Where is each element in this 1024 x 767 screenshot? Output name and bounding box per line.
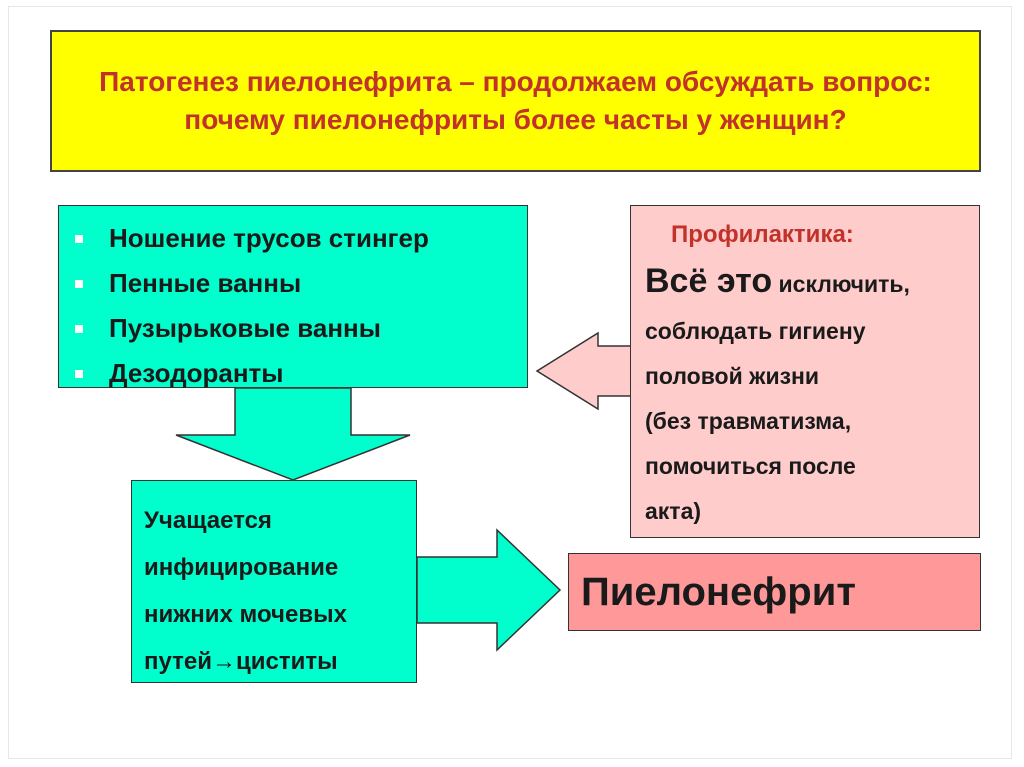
prevention-title: Профилактика: — [671, 221, 854, 248]
list-item: Дезодоранты — [75, 351, 517, 396]
infection-line: Учащается — [144, 507, 272, 534]
prevention-lead: Всё это исключить, — [645, 262, 910, 300]
result-box: Пиелонефрит — [568, 553, 981, 631]
prevention-box: Профилактика: Всё это исключить, соблюда… — [630, 205, 980, 538]
list-item: Пузырьковые ванны — [75, 306, 517, 351]
infection-line: путей→циститы — [144, 648, 338, 675]
slide-frame — [8, 6, 1012, 759]
right-arrow — [416, 528, 562, 652]
result-label: Пиелонефрит — [581, 569, 856, 614]
causes-box: Ношение трусов стингер Пенные ванны Пузы… — [58, 205, 528, 388]
bullet-icon — [75, 369, 83, 378]
infection-line: нижних мочевых — [144, 601, 347, 628]
title-box: Патогенез пиелонефрита – продолжаем обсу… — [50, 30, 981, 172]
causes-list: Ношение трусов стингер Пенные ванны Пузы… — [75, 216, 517, 396]
infection-line: инфицирование — [144, 554, 339, 581]
list-item: Ношение трусов стингер — [75, 216, 517, 261]
bullet-icon — [75, 279, 83, 288]
list-item: Пенные ванны — [75, 261, 517, 306]
bullet-icon — [75, 324, 83, 333]
bullet-icon — [75, 234, 83, 243]
left-arrow — [535, 331, 632, 411]
down-arrow — [175, 387, 411, 481]
infection-box: Учащается инфицирование нижних мочевых п… — [131, 480, 417, 683]
prevention-text: соблюдать гигиену половой жизни (без тра… — [645, 318, 866, 524]
slide-title: Патогенез пиелонефрита – продолжаем обсу… — [99, 66, 932, 135]
